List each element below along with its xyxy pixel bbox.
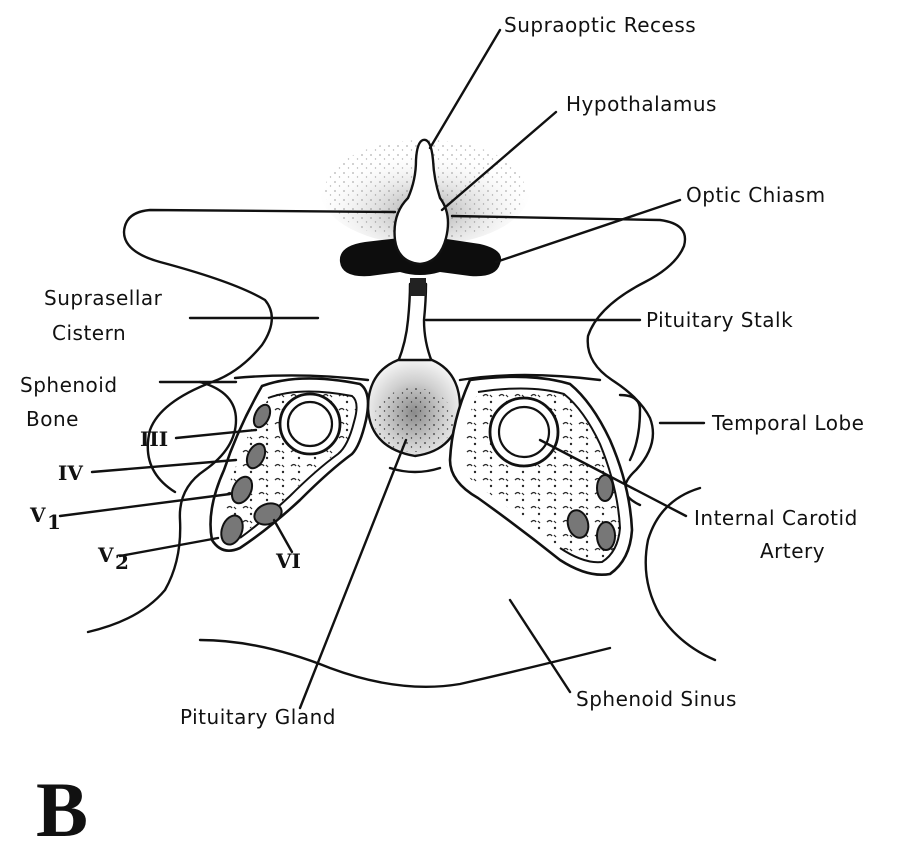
panel-letter: B <box>36 766 88 851</box>
label-nerve-v1-sub: 1 <box>47 510 61 534</box>
label-nerve-iv: IV <box>58 461 83 485</box>
label-pituitary-gland: Pituitary Gland <box>180 705 336 729</box>
label-nerve-v1: V <box>29 503 46 527</box>
sphenoid-sinus-outline <box>200 640 610 687</box>
label-artery: Artery <box>760 539 825 563</box>
label-hypothalamus: Hypothalamus <box>566 92 717 116</box>
label-nerve-iii: III <box>140 427 168 451</box>
label-internal-carotid: Internal Carotid <box>694 506 858 530</box>
label-bone: Bone <box>26 407 79 431</box>
label-cistern: Cistern <box>52 321 126 345</box>
label-pituitary-stalk: Pituitary Stalk <box>646 308 793 332</box>
label-sphenoid: Sphenoid <box>20 373 118 397</box>
label-temporal-lobe: Temporal Lobe <box>711 411 864 435</box>
label-nerve-v2: V <box>97 543 114 567</box>
pituitary-stalk <box>398 284 410 362</box>
label-nerve-vi: VI <box>275 549 301 573</box>
label-sphenoid-sinus: Sphenoid Sinus <box>576 687 737 711</box>
label-supraoptic-recess: Supraoptic Recess <box>504 13 696 37</box>
label-suprasellar: Suprasellar <box>44 286 163 310</box>
label-optic-chiasm: Optic Chiasm <box>686 183 826 207</box>
label-nerve-v2-sub: 2 <box>115 550 129 574</box>
